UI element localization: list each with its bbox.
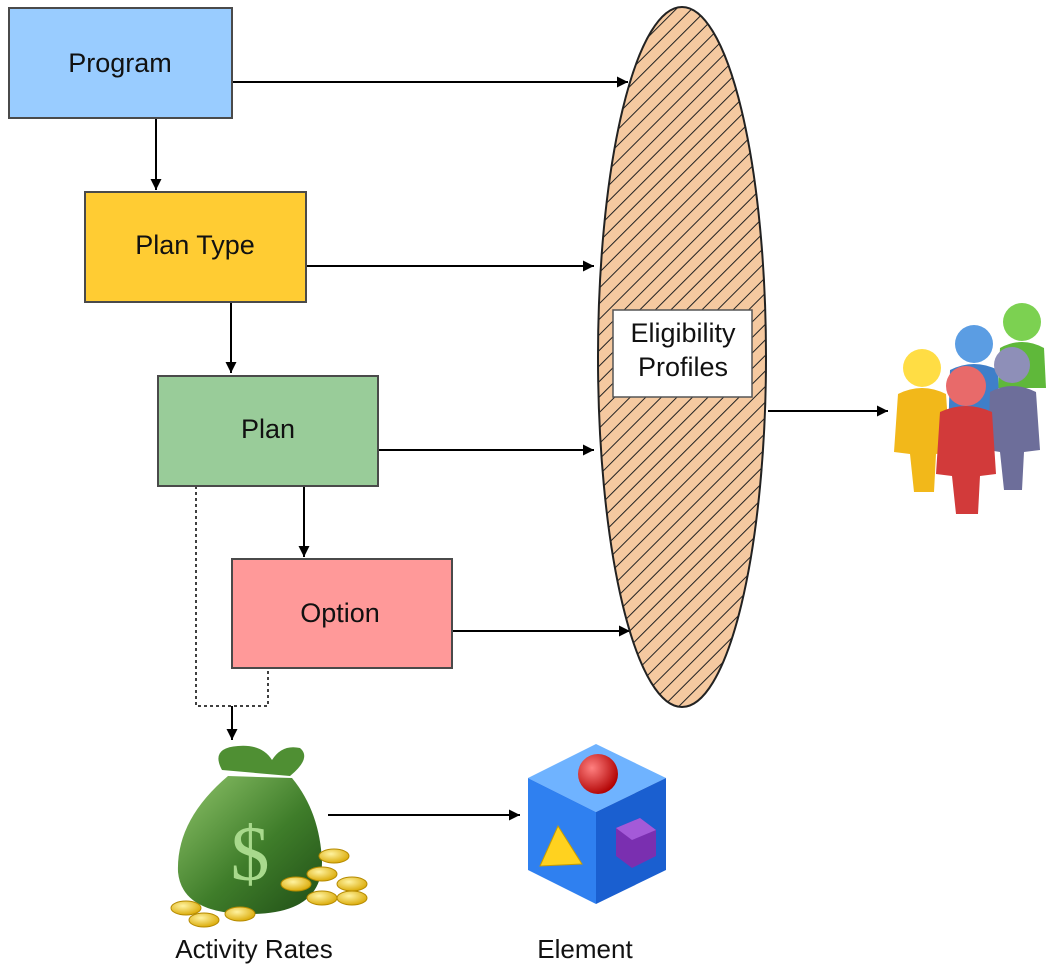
- eligibility-profiles-node: Eligibility Profiles: [597, 6, 767, 708]
- people-group-icon: [894, 303, 1046, 514]
- option-node: Option: [231, 558, 453, 669]
- plan-type-node: Plan Type: [84, 191, 307, 303]
- money-bag-icon: $: [170, 745, 368, 928]
- plan-label: Plan: [241, 414, 295, 444]
- eligibility-label-line2: Profiles: [638, 352, 728, 382]
- eligibility-label-box: [612, 309, 753, 398]
- plan-box: [157, 375, 379, 487]
- option-box: [231, 558, 453, 669]
- eligibility-label-line1: Eligibility: [630, 318, 736, 348]
- element-cube-icon: [528, 744, 666, 904]
- dollar-sign-icon: $: [231, 810, 270, 897]
- element-caption: Element: [537, 934, 633, 964]
- plan-node: Plan: [157, 375, 379, 487]
- edges: [150, 76, 888, 821]
- plan-type-box: [84, 191, 307, 303]
- dashed-connectors: [195, 486, 269, 740]
- activity-rates-caption: Activity Rates: [175, 934, 333, 964]
- program-label: Program: [68, 48, 172, 78]
- program-box: [8, 7, 233, 119]
- plan-type-label: Plan Type: [135, 230, 255, 260]
- program-node: Program: [8, 7, 233, 119]
- dashed-plan-to-activity-rates: [195, 486, 269, 707]
- option-label: Option: [300, 598, 380, 628]
